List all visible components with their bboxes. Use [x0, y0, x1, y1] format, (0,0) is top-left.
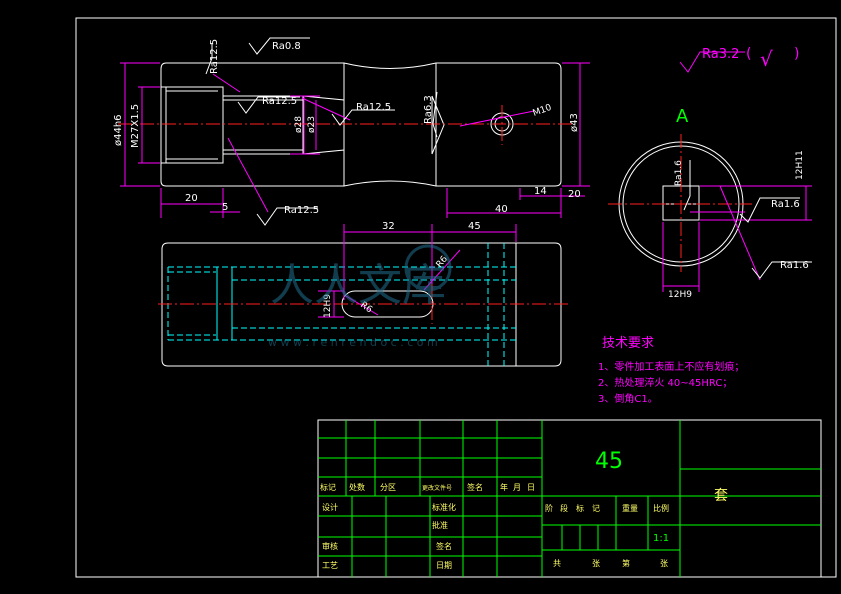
ra-section-2: Ra1.6 [771, 199, 800, 210]
tb-weight-label: 重量 [622, 503, 638, 513]
tb-stage-3: 标 [576, 503, 584, 513]
ra-bottom-label: Ra12.5 [284, 205, 319, 216]
dim-outer-dia: ø44h6 [113, 114, 124, 146]
tb-sheet-4: 张 [660, 559, 668, 568]
part-name: 套 [714, 488, 728, 504]
title-block: 45 套 标记 处数 分区 更改文件号 签名 年 月 日 设计 审核 工艺 标准… [317, 419, 822, 578]
tb-stage-2: 段 [560, 503, 568, 513]
watermark-url: w w w . r e n r e n d o c . c o m [268, 336, 438, 349]
tb-label-review: 审核 [322, 541, 338, 551]
ra-mid-label: Ra12.5 [356, 102, 391, 113]
dim-section-w: 12H9 [668, 290, 692, 300]
ra-general-label: Ra3.2 [702, 47, 739, 62]
dim-thread: M27X1.5 [130, 104, 141, 148]
top-view: 32 45 R6 R6 12H9 [158, 221, 568, 367]
tb-row-label-7: 月 [513, 483, 521, 492]
tb-label-signature: 签名 [436, 541, 452, 551]
ra-left-label: Ra12.5 [209, 39, 220, 74]
front-view: Ra0.8 Ra12.5 Ra12.5 Ra12.5 Ra6.3 Ra12.5 … [113, 37, 590, 226]
tb-row-label-4: 更改文件号 [422, 484, 452, 492]
notes-item-3: 3、倒角C1。 [598, 393, 658, 405]
tb-sheet-1: 共 [553, 559, 561, 568]
ra-general-paren-open: ( [746, 46, 751, 62]
tb-row-label-6: 年 [500, 482, 508, 492]
ra-slot-label: Ra6.3 [423, 95, 434, 124]
dim-len-20-right: 20 [568, 189, 581, 200]
material-label: 45 [595, 449, 623, 474]
notes-item-1: 1、零件加工表面上不应有划痕； [598, 360, 744, 373]
ra-general-paren-close: ) [794, 46, 799, 62]
dim-slot-w: 12H9 [323, 294, 333, 318]
dim-hole: M10 [532, 103, 554, 119]
tb-row-label-1: 标记 [320, 482, 336, 492]
general-roughness: Ra3.2 ( √ ) [679, 46, 799, 73]
tb-sheet-2: 张 [592, 559, 600, 568]
dim-outer-right: ø43 [569, 113, 580, 132]
dim-bore-2: ø23 [307, 116, 317, 133]
dim-len-20-left: 20 [185, 193, 198, 204]
tb-stage-4: 记 [592, 504, 600, 513]
watermark-text: 人人文库 [270, 260, 446, 311]
dim-len-32: 32 [382, 221, 395, 232]
tb-sheet-3: 第 [622, 558, 630, 568]
tb-scale-value: 1:1 [653, 533, 669, 544]
dim-len-40: 40 [495, 204, 508, 215]
dim-section-h: 12H11 [795, 150, 805, 180]
dim-len-14: 14 [534, 186, 547, 197]
tb-scale-label: 比例 [653, 503, 669, 513]
technical-notes: 技术要求 1、零件加工表面上不应有划痕； 2、热处理淬火 40~45HRC； 3… [598, 336, 744, 405]
tb-stage-1: 阶 [545, 503, 553, 513]
tb-label-approve: 批准 [432, 520, 448, 530]
ra-general-mark: √ [760, 47, 773, 71]
section-label: A [676, 106, 689, 127]
ra-main-label: Ra0.8 [272, 41, 301, 52]
dim-len-5: 5 [222, 202, 228, 213]
tb-label-date: 日期 [436, 561, 452, 570]
ra-inner-label: Ra12.5 [262, 96, 297, 107]
tb-label-standard: 标准化 [432, 502, 456, 512]
section-view-a: A Ra1.6 Ra1.6 Ra1.6 12H9 12H11 [608, 106, 812, 300]
tb-row-label-5: 签名 [467, 482, 483, 492]
ra-section-1: Ra1.6 [674, 160, 684, 186]
notes-item-2: 2、热处理淬火 40~45HRC； [598, 376, 732, 389]
notes-title: 技术要求 [602, 336, 654, 351]
watermark: 人人文库 w w w . r e n r e n d o c . c o m [268, 244, 452, 349]
tb-label-process: 工艺 [322, 561, 338, 570]
tb-row-label-3: 分区 [380, 483, 396, 492]
ra-section-3: Ra1.6 [780, 260, 809, 271]
dim-bore-1: ø28 [294, 116, 304, 133]
tb-row-label-8: 日 [527, 483, 535, 492]
tb-row-label-2: 处数 [349, 482, 365, 492]
tb-label-design: 设计 [322, 502, 338, 512]
dim-len-45: 45 [468, 221, 481, 232]
